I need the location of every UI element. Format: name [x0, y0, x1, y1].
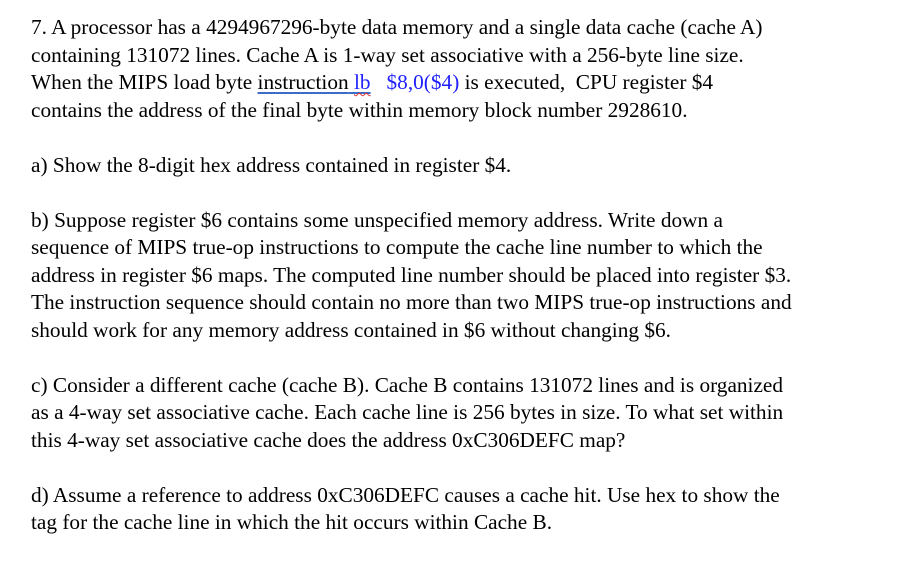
- part-d: d) Assume a reference to address 0xC306D…: [31, 482, 901, 537]
- part-b-line-4: The instruction sequence should contain …: [31, 290, 792, 314]
- intro-line-3-text: When the MIPS load byte: [31, 70, 258, 94]
- paragraph-gap: [31, 179, 901, 207]
- instruction-link-text: instruction: [257, 70, 349, 94]
- question-intro: 7. A processor has a 4294967296-byte dat…: [31, 14, 901, 124]
- part-b-line-3: address in register $6 maps. The compute…: [31, 262, 792, 287]
- intro-line-4: contains the address of the final byte w…: [31, 97, 688, 122]
- part-b-line-2: sequence of MIPS true-op instructions to…: [31, 235, 763, 259]
- lb-opcode: lb: [353, 70, 371, 94]
- part-c-line-1: c) Consider a different cache (cache B).…: [31, 372, 784, 397]
- lb-arguments: $8,0($4): [370, 70, 460, 94]
- part-a-line-1: a) Show the 8-digit hex address containe…: [31, 152, 512, 177]
- part-b-line-1: b) Suppose register $6 contains some uns…: [31, 207, 723, 232]
- paragraph-gap: [31, 124, 901, 152]
- part-d-line-2: tag for the cache line in which the hit …: [31, 510, 553, 534]
- document-body: 7. A processor has a 4294967296-byte dat…: [31, 14, 901, 537]
- part-b: b) Suppose register $6 contains some uns…: [31, 207, 901, 345]
- part-c: c) Consider a different cache (cache B).…: [31, 372, 901, 455]
- paragraph-gap: [31, 454, 901, 482]
- instruction-link[interactable]: instruction lb: [258, 70, 371, 94]
- paragraph-gap: [31, 344, 901, 372]
- intro-line-2: containing 131072 lines. Cache A is 1-wa…: [31, 42, 744, 67]
- intro-line-1: 7. A processor has a 4294967296-byte dat…: [31, 15, 763, 39]
- intro-line-3-end: is executed, CPU register $4: [459, 70, 714, 94]
- intro-line-3: When the MIPS load byte instruction lb $…: [31, 69, 901, 97]
- part-c-line-3: this 4-way set associative cache does th…: [31, 427, 626, 452]
- part-d-line-1: d) Assume a reference to address 0xC306D…: [31, 482, 780, 507]
- part-c-line-2: as a 4-way set associative cache. Each c…: [31, 400, 784, 424]
- part-a: a) Show the 8-digit hex address containe…: [31, 152, 901, 180]
- part-b-line-5: should work for any memory address conta…: [31, 317, 671, 342]
